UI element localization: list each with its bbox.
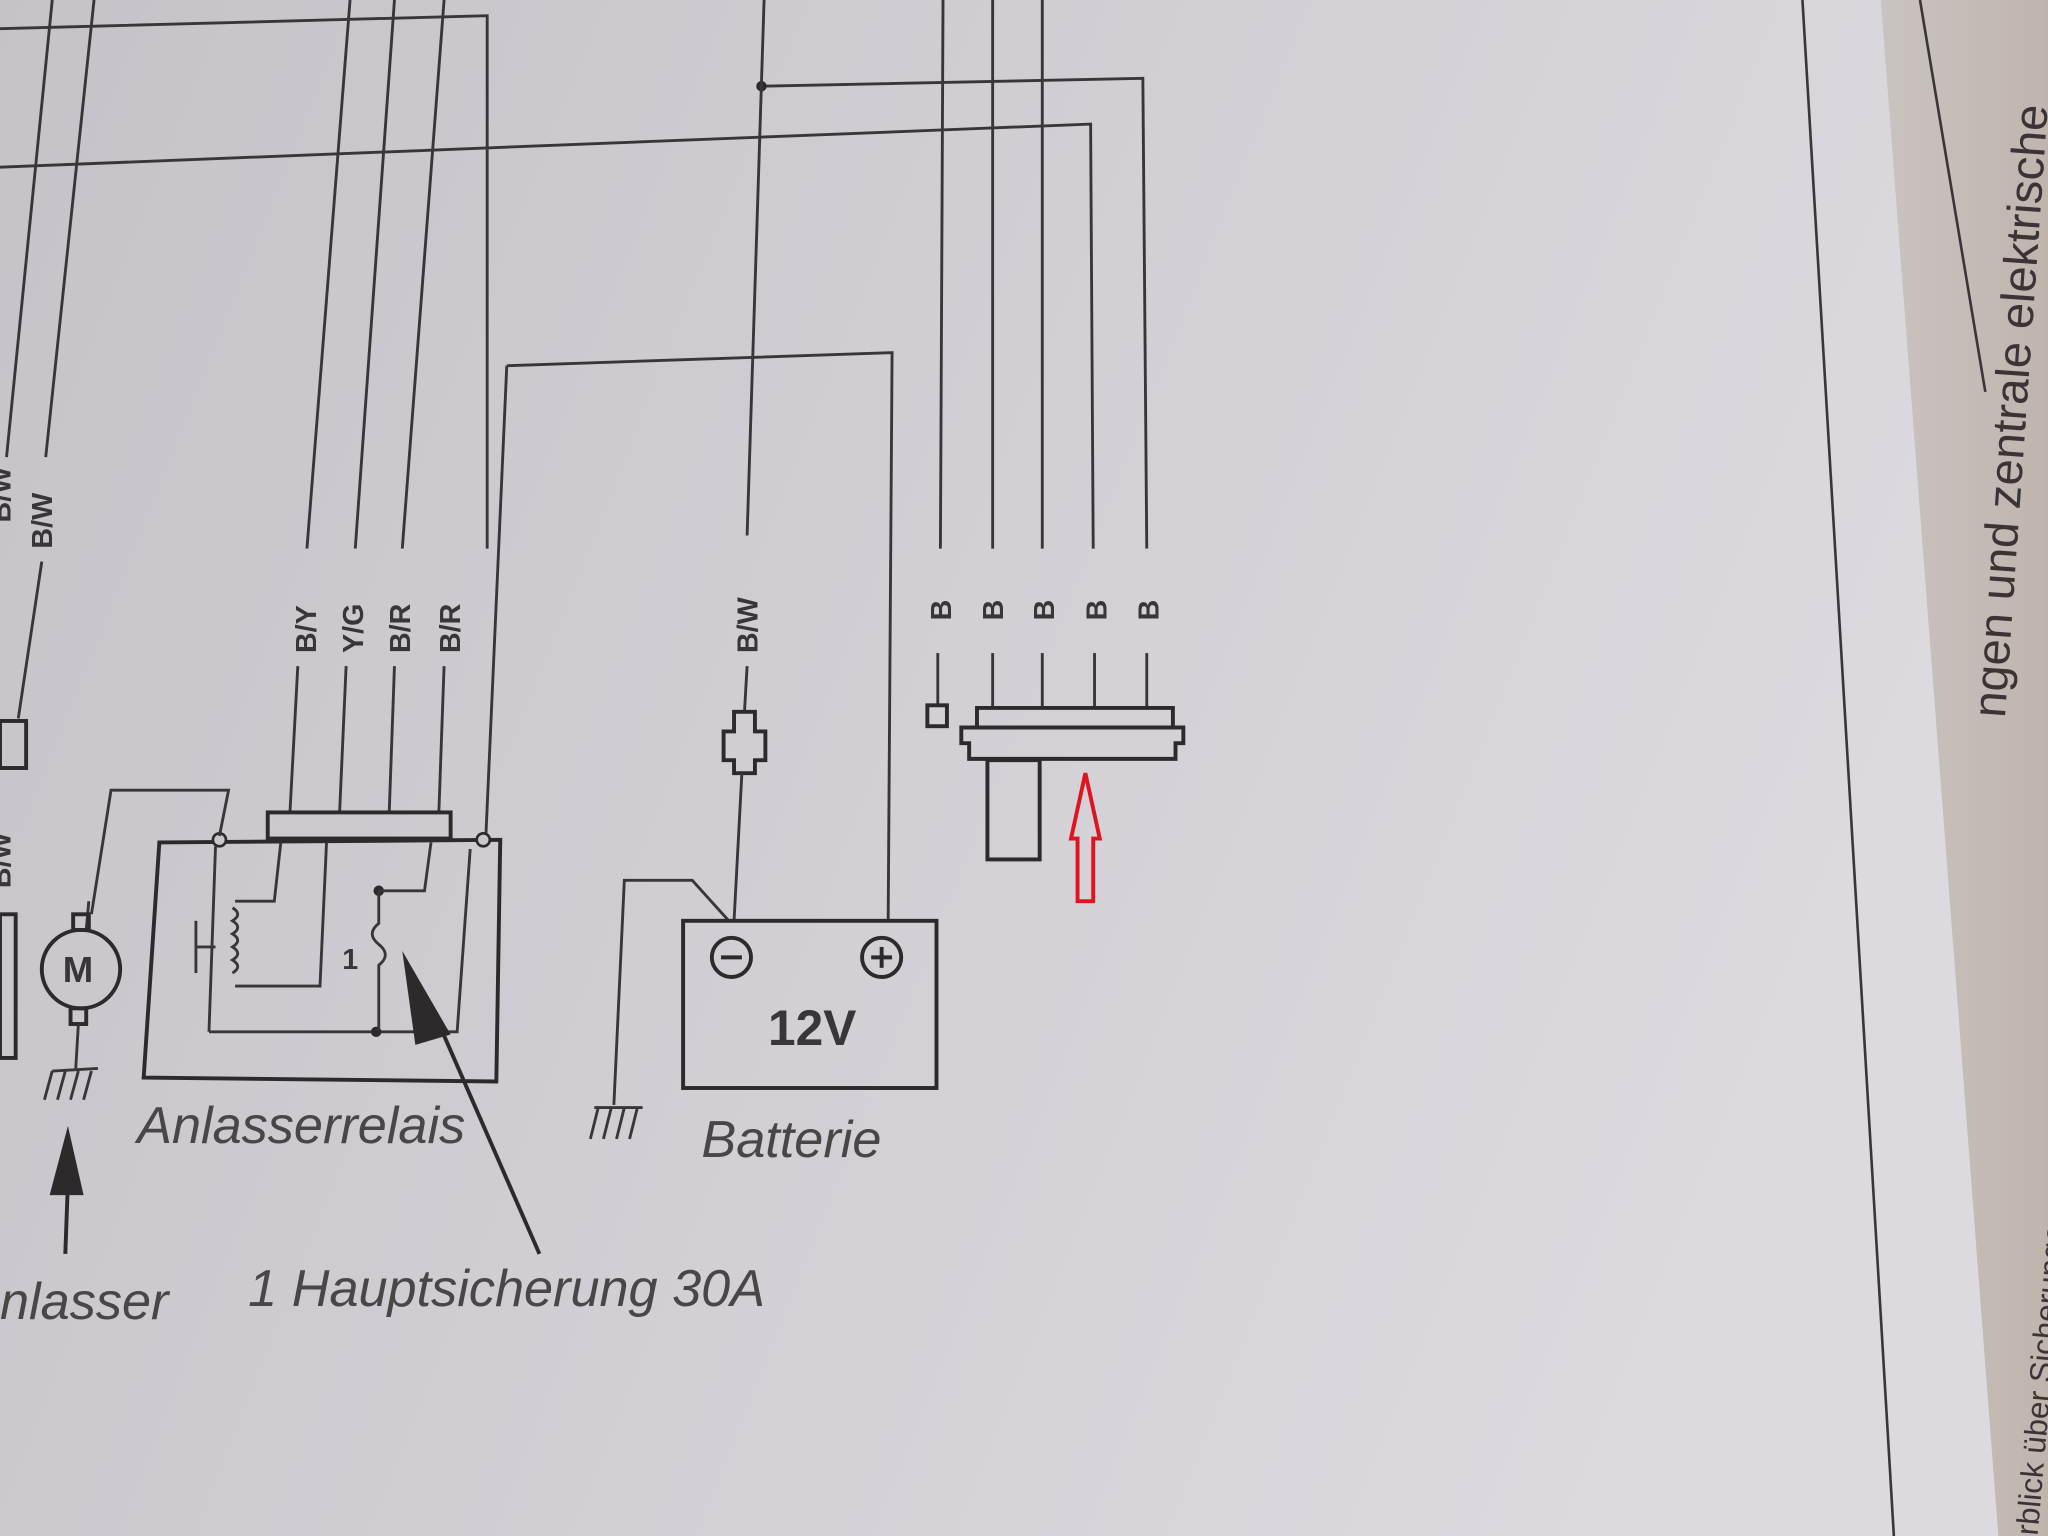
wire-label-battery: B/W <box>733 596 765 653</box>
wire-label-b: B <box>1134 600 1166 621</box>
wire-harness-top <box>0 0 1149 549</box>
relay-wires <box>288 351 894 921</box>
fuse-caption: 1 Hauptsicherung 30A <box>248 1260 765 1318</box>
page-border-line <box>1918 0 1987 393</box>
fuse-pointer-arrow <box>402 950 542 1255</box>
wire-label-b: B <box>926 600 958 621</box>
wire-label-b: B <box>978 600 1010 621</box>
starter-motor: M <box>0 901 123 1101</box>
battery-voltage: 12V <box>768 1000 856 1056</box>
wire-label: B/W <box>27 492 59 549</box>
battery-caption: Batterie <box>701 1111 881 1169</box>
battery: 12V <box>588 666 939 1140</box>
wire-label: B/W <box>0 466 17 523</box>
fuse-number: 1 <box>342 944 358 976</box>
motor-symbol: M <box>63 949 93 990</box>
connector-left <box>0 719 29 770</box>
connector-block <box>925 653 1186 862</box>
starter-relay: 1 <box>90 788 503 1084</box>
highlight-arrow <box>1068 772 1103 904</box>
wire-label-b: B <box>1081 600 1113 621</box>
wire-label-b: B <box>1029 600 1061 621</box>
wire-label-relay-br: B/R <box>385 603 417 653</box>
page-border-line <box>1801 0 1896 1536</box>
wire-label: B/W <box>0 831 17 888</box>
starter-caption: nlasser <box>0 1273 171 1331</box>
relay-caption: Anlasserrelais <box>134 1097 465 1155</box>
starter-pointer-arrow <box>49 1125 84 1254</box>
wire-label-relay-by: B/Y <box>291 605 323 653</box>
wire-label-relay-br: B/R <box>435 603 467 653</box>
wire-label-relay-yg: Y/G <box>338 604 370 653</box>
page-edge-band <box>1880 0 2048 1536</box>
